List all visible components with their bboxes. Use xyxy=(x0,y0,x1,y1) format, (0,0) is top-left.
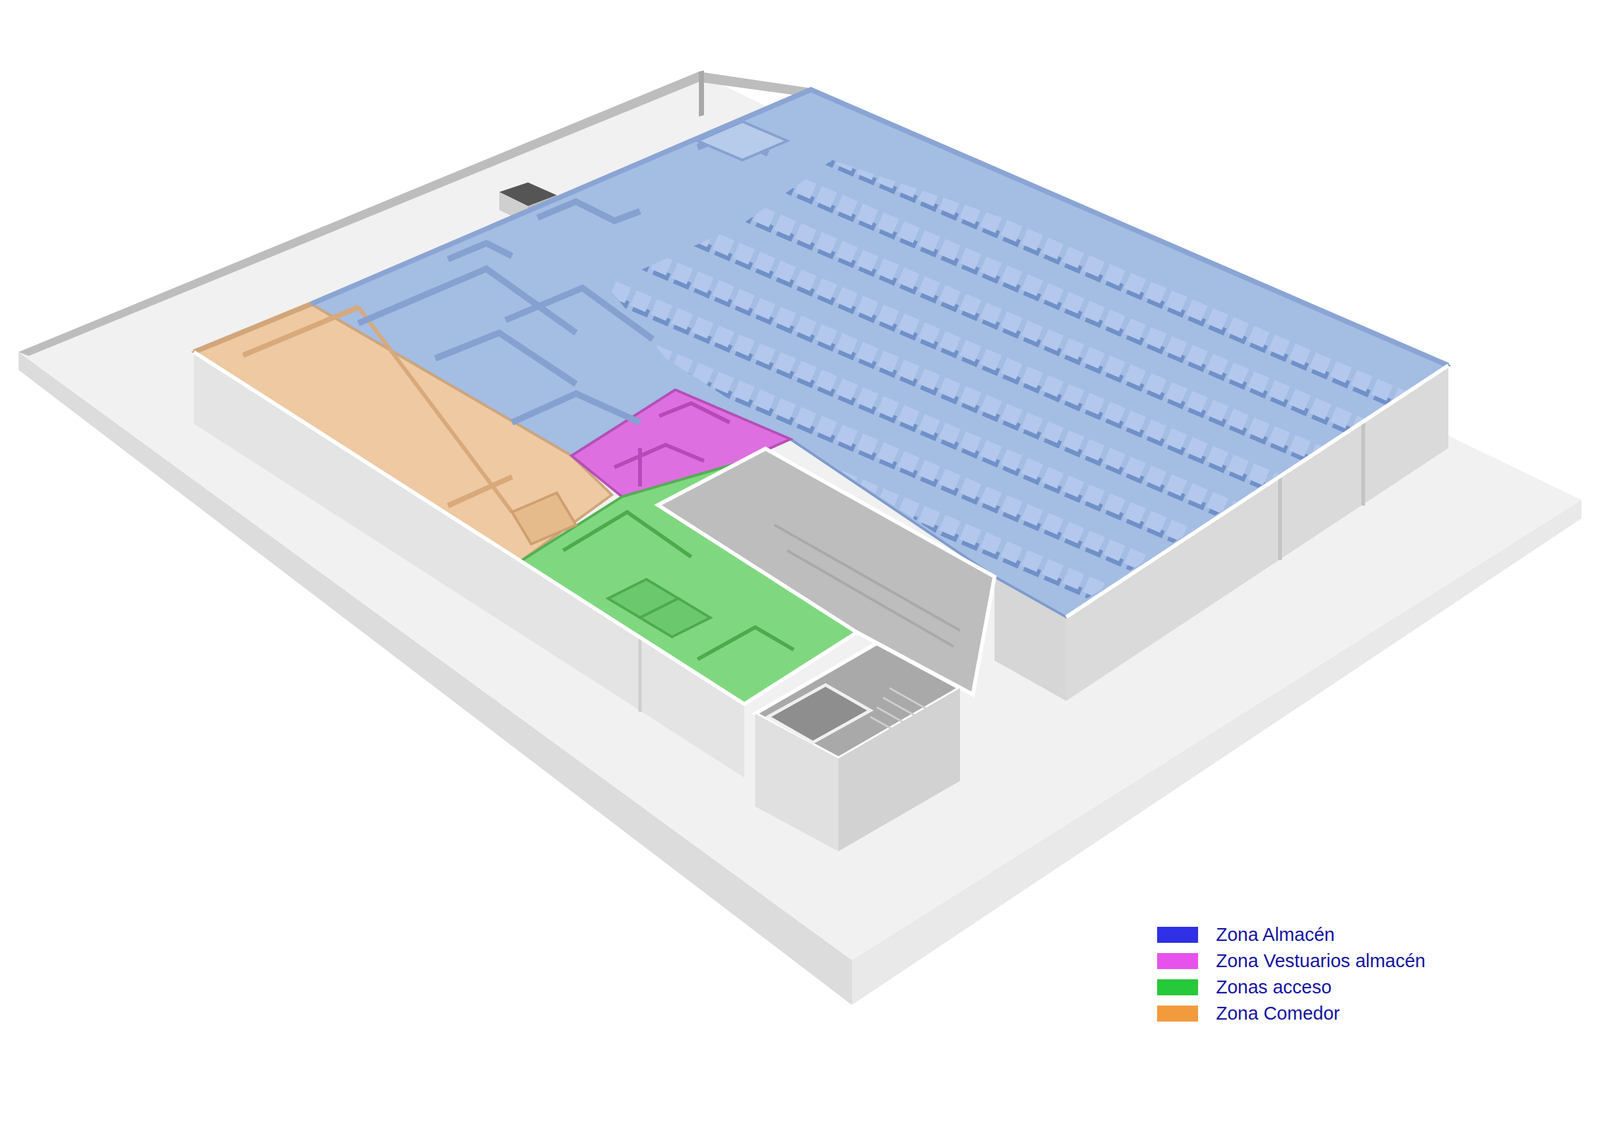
legend-row: Zona Almacén xyxy=(1157,921,1426,948)
legend-text: Zona Almacén xyxy=(1216,924,1335,946)
legend-text: Zona Vestuarios almacén xyxy=(1216,950,1426,972)
legend: Zona AlmacénZona Vestuarios almacénZonas… xyxy=(1157,921,1426,1027)
legend-row: Zonas acceso xyxy=(1157,974,1426,1001)
legend-swatch xyxy=(1157,952,1199,969)
legend-row: Zona Comedor xyxy=(1157,1000,1426,1027)
legend-text: Zonas acceso xyxy=(1216,976,1332,998)
legend-swatch xyxy=(1157,979,1199,996)
legend-text: Zona Comedor xyxy=(1216,1002,1340,1024)
legend-row: Zona Vestuarios almacén xyxy=(1157,947,1426,975)
legend-swatch xyxy=(1157,926,1199,943)
legend-swatch xyxy=(1157,1005,1199,1022)
